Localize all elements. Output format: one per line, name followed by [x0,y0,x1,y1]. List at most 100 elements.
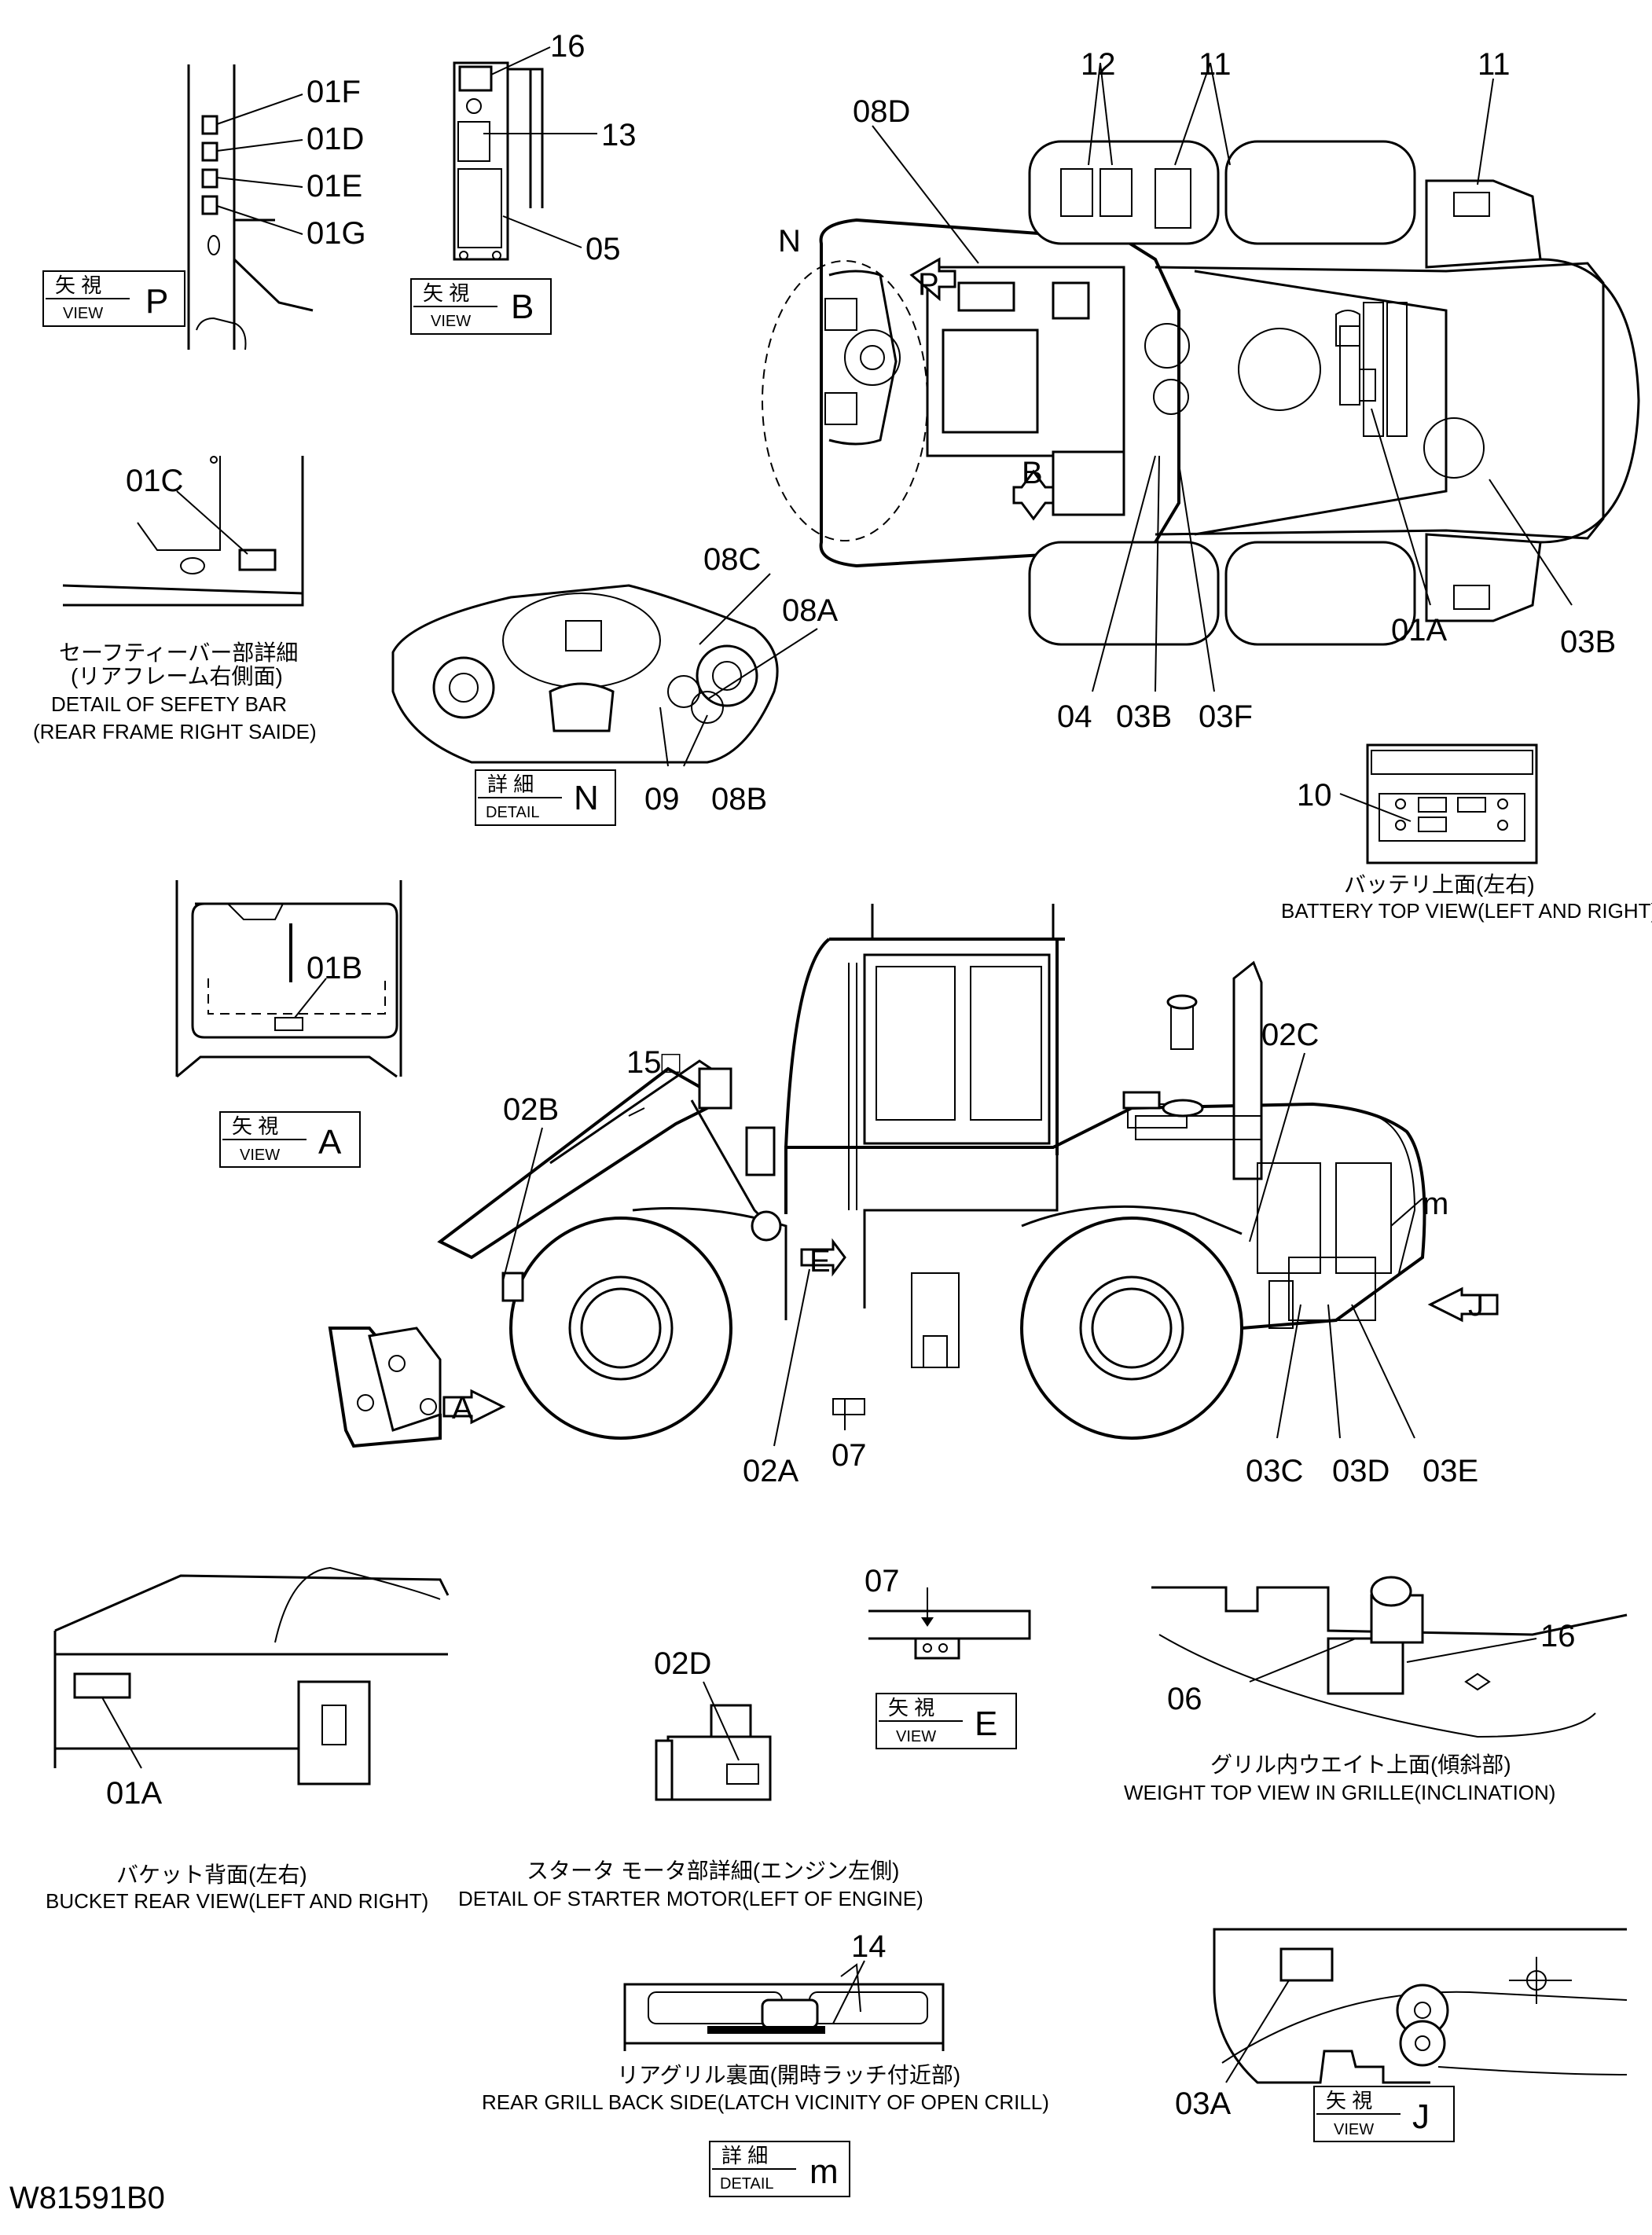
starter-motor-detail: 02D スタータ モータ部詳細(エンジン左側) DETAIL OF STARTE… [458,1646,923,1910]
label-b-arrow: B [1022,456,1043,490]
label-06: 06 [1167,1682,1202,1716]
view-box-e: 矢 視 VIEW E [876,1693,1017,1749]
detail-n: 08C 08A 09 08B 詳 細 DETAIL N [391,542,838,826]
svg-text:E: E [975,1705,997,1743]
label-01c: 01C [126,464,183,498]
label-16-weight: 16 [1540,1619,1576,1653]
view-a-detail: 01B 矢 視 VIEW A [175,880,402,1168]
svg-text:DETAIL OF SEFETY BAR: DETAIL OF SEFETY BAR [51,692,287,716]
label-03f: 03F [1199,699,1253,734]
label-08a: 08A [782,593,838,628]
svg-text:P: P [145,282,168,321]
label-03a: 03A [1175,2086,1231,2121]
svg-text:矢 視: 矢 視 [232,1114,278,1138]
safety-bar-detail: 01C セーフティーバー部詳細 (リアフレーム右側面) DETAIL OF SE… [33,456,317,743]
label-02c: 02C [1261,1018,1319,1052]
svg-text:B: B [511,288,534,326]
side-view-wheel-loader: 15□ 02B 02C m E J A 02A 07 03C 03D 03E [328,904,1499,1488]
rear-grill-detail: 14 リアグリル裏面(開時ラッチ付近部) REAR GRILL BACK SID… [482,1929,1049,2197]
label-03b-b: 03B [1560,625,1616,659]
label-16-b: 16 [550,29,586,64]
view-p-detail: 01F 01D 01E 01G 矢 視 VIEW P [42,64,366,350]
svg-text:バッテリ上面(左右): バッテリ上面(左右) [1344,872,1535,897]
label-09: 09 [644,782,680,817]
label-01e: 01E [307,169,362,204]
label-08d: 08D [853,94,910,129]
svg-text:VIEW: VIEW [896,1728,936,1745]
svg-text:(REAR FRAME RIGHT SAIDE): (REAR FRAME RIGHT SAIDE) [33,720,317,743]
view-j-detail: 03A 矢 視 VIEW J [1175,1928,1628,2142]
label-05: 05 [586,232,621,266]
svg-text:DETAIL OF STARTER MOTOR(LEFT O: DETAIL OF STARTER MOTOR(LEFT OF ENGINE) [458,1887,923,1910]
view-box-n: 詳 細 DETAIL N [475,769,616,826]
label-07-e: 07 [865,1564,900,1598]
svg-text:BUCKET REAR VIEW(LEFT AND RIGH: BUCKET REAR VIEW(LEFT AND RIGHT) [46,1889,428,1913]
label-01g: 01G [307,216,366,251]
svg-text:矢 視: 矢 視 [888,1696,934,1719]
svg-text:スタータ モータ部詳細(エンジン左側): スタータ モータ部詳細(エンジン左側) [527,1859,899,1883]
svg-text:矢 視: 矢 視 [1326,2089,1372,2112]
label-01a-top: 01A [1391,613,1447,648]
svg-text:VIEW: VIEW [63,305,103,322]
label-12: 12 [1081,47,1116,82]
label-01f: 01F [307,75,361,109]
drawing-code: W81591B0 [9,2181,165,2215]
label-07-side: 07 [832,1438,867,1473]
label-15: 15□ [626,1045,681,1080]
label-11-a: 11 [1199,47,1232,82]
svg-text:矢 視: 矢 視 [55,273,101,297]
label-e-arrow: E [809,1244,831,1279]
svg-text:BATTERY TOP VIEW(LEFT AND RIGH: BATTERY TOP VIEW(LEFT AND RIGHT) [1281,899,1652,923]
label-03d: 03D [1332,1454,1390,1488]
label-03c: 03C [1246,1454,1303,1488]
label-03b-a: 03B [1116,699,1172,734]
svg-text:VIEW: VIEW [431,313,471,330]
svg-text:WEIGHT TOP VIEW IN GRILLE(INCL: WEIGHT TOP VIEW IN GRILLE(INCLINATION) [1124,1781,1555,1804]
view-box-j: 矢 視 VIEW J [1313,2086,1455,2142]
label-08c: 08C [703,542,761,577]
top-view: 12 11 11 08D N P B 04 03B 03F 01A 03B [762,47,1640,734]
weight-top-view: 16 06 グリル内ウエイト上面(傾斜部) WEIGHT TOP VIEW IN… [1124,1576,1628,1804]
bucket-rear-view: 01A バケット背面(左右) BUCKET REAR VIEW(LEFT AND… [46,1566,450,1913]
label-03e: 03E [1423,1454,1478,1488]
label-02b: 02B [503,1092,559,1127]
view-b-detail: 16 13 05 矢 視 VIEW B [410,29,637,335]
svg-text:N: N [574,779,599,817]
label-02d: 02D [654,1646,711,1681]
label-a-arrow: A [452,1391,473,1426]
svg-text:DETAIL: DETAIL [486,804,540,821]
svg-text:VIEW: VIEW [240,1147,280,1164]
label-11-b: 11 [1478,47,1511,82]
svg-text:リアグリル裏面(開時ラッチ付近部): リアグリル裏面(開時ラッチ付近部) [617,2063,960,2087]
label-14: 14 [851,1929,887,1964]
view-box-a: 矢 視 VIEW A [219,1111,361,1168]
label-n-callout: N [778,224,801,259]
label-01b: 01B [307,951,362,985]
svg-text:詳 細: 詳 細 [487,773,534,796]
label-m-callout: m [1423,1187,1448,1221]
label-08b: 08B [711,782,767,817]
label-01a-bucket: 01A [106,1776,162,1811]
svg-text:DETAIL: DETAIL [720,2175,774,2193]
svg-text:VIEW: VIEW [1334,2121,1374,2138]
svg-text:m: m [809,2152,839,2191]
view-box-m: 詳 細 DETAIL m [709,2141,850,2197]
svg-text:REAR GRILL BACK SIDE(LATCH VIC: REAR GRILL BACK SIDE(LATCH VICINITY OF O… [482,2090,1049,2114]
svg-text:詳 細: 詳 細 [721,2144,768,2167]
label-p-arrow: P [918,267,939,302]
view-e-detail: 07 矢 視 VIEW E [865,1564,1031,1749]
label-01d: 01D [307,122,364,156]
label-02a: 02A [743,1454,798,1488]
svg-text:セーフティーバー部詳細: セーフティーバー部詳細 [59,640,298,665]
label-13: 13 [601,118,637,152]
svg-text:(リアフレーム右側面): (リアフレーム右側面) [71,664,283,688]
view-box-p: 矢 視 VIEW P [42,270,185,327]
label-10: 10 [1297,778,1332,813]
svg-text:A: A [318,1123,342,1162]
svg-text:矢 視: 矢 視 [423,281,469,305]
label-04: 04 [1057,699,1092,734]
battery-top-view: 10 バッテリ上面(左右) BATTERY TOP VIEW(LEFT AND … [1281,743,1652,923]
label-j-arrow: J [1468,1288,1484,1323]
svg-text:バケット背面(左右): バケット背面(左右) [116,1862,307,1887]
